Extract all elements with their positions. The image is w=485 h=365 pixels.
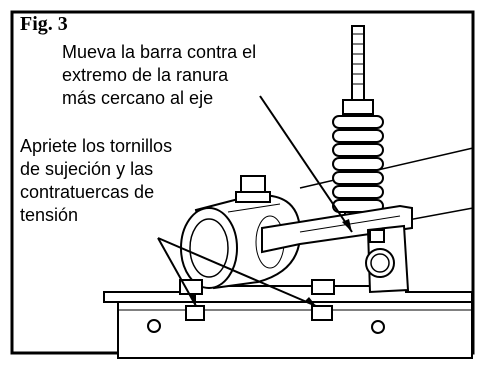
tension-spring [332,25,384,223]
pivot-knob [365,248,395,278]
callout-move-bar-line-1: Mueva la barra contra el [62,42,257,62]
figure-title: Fig. 3 [20,13,68,35]
leader-arrowheads [189,219,352,306]
callout-tighten-line-1: Apriete los tornillos [20,136,173,156]
bracket-hole-left [147,319,161,333]
lock-nuts [179,279,335,321]
cylinder-collar [180,194,302,290]
callout-move-bar-line-3: más cercano al eje [62,88,214,108]
callout-tighten-line-4: tensión [20,205,79,225]
mounting-bracket [103,285,473,359]
callout-tighten-line-2: de sujeción y las [20,159,154,179]
callout-move-bar-line-2: extremo de la ranura [62,65,229,85]
top-set-screw [235,175,271,203]
pivot-plate [365,224,410,294]
bracket-hole-right [371,320,385,334]
callout-tighten-line-3: contratuercas de [20,182,155,202]
